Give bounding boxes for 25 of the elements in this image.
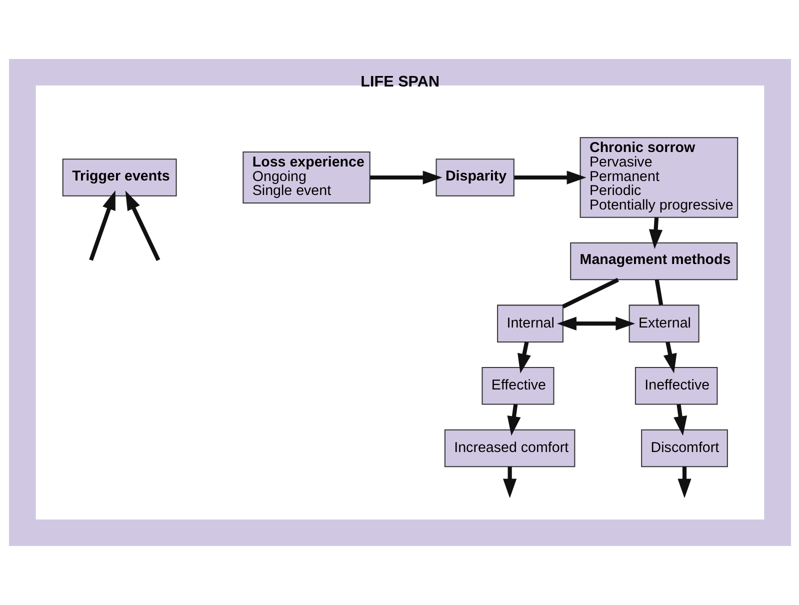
- node-box: Ineffective: [634, 367, 718, 405]
- node-box: Management methods: [570, 242, 738, 280]
- arrow: [506, 404, 520, 436]
- arrow: [514, 170, 586, 184]
- arrow: [88, 190, 115, 261]
- node-box: Effective: [481, 367, 554, 405]
- arrow: [662, 342, 676, 374]
- node-box: Internal: [496, 304, 563, 342]
- connector: [562, 278, 618, 308]
- node-box: Disparity: [435, 158, 514, 196]
- node-box: Increased comfort: [444, 429, 575, 468]
- arrow: [648, 217, 662, 249]
- arrow: [502, 466, 516, 498]
- arrow: [124, 190, 160, 262]
- node-box: External: [628, 304, 699, 342]
- node-box: Loss experience Ongoing Single event: [242, 151, 370, 204]
- arrow: [556, 316, 635, 330]
- connector: [654, 279, 663, 306]
- arrow: [677, 466, 691, 498]
- node-box: Chronic sorrow Pervasive Permanent Periodic Potentially progressive: [579, 137, 738, 218]
- arrow: [517, 342, 530, 374]
- node-box: Trigger events: [62, 158, 176, 196]
- arrow: [673, 404, 687, 436]
- arrow: [370, 170, 442, 184]
- node-box: Discomfort: [640, 429, 728, 468]
